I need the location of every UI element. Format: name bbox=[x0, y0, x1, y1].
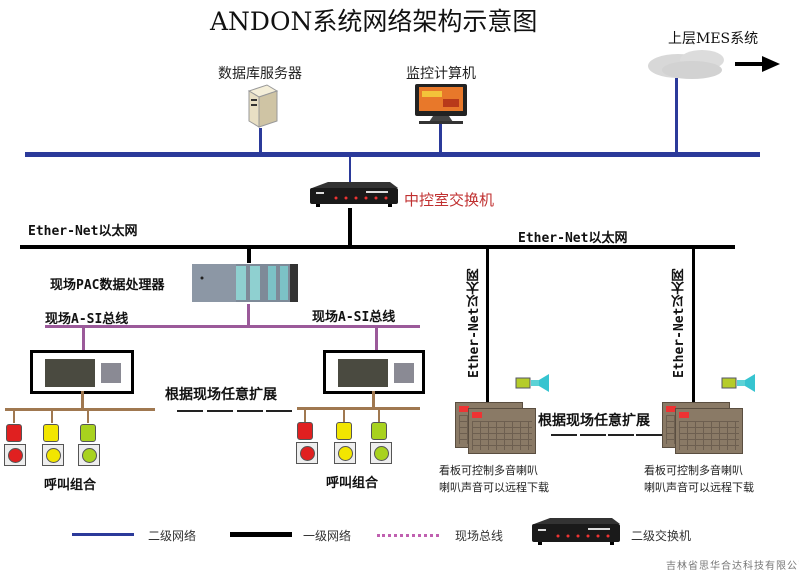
pac-controller-icon bbox=[192, 264, 298, 302]
board-desc-right-2: 喇叭声音可以远程下载 bbox=[644, 481, 754, 494]
core-switch-label: 中控室交换机 bbox=[404, 191, 495, 209]
board-desc-left-2: 喇叭声音可以远程下载 bbox=[439, 481, 549, 494]
speaker-icon bbox=[721, 374, 755, 392]
db-server-label: 数据库服务器 bbox=[218, 66, 302, 82]
call-combo-right-label: 呼叫组合 bbox=[326, 476, 379, 491]
andon-board-front-right bbox=[675, 408, 743, 454]
mes-link-line bbox=[675, 78, 678, 154]
legend-level1-label: 一级网络 bbox=[303, 529, 352, 543]
monitor-pc-label: 监控计算机 bbox=[406, 66, 476, 82]
andon-lamp-yellow bbox=[336, 422, 352, 440]
power-supply-icon bbox=[101, 363, 121, 383]
call-button-red[interactable] bbox=[4, 444, 26, 466]
andon-lamp-yellow bbox=[43, 424, 59, 442]
field-bus-line bbox=[45, 325, 420, 328]
legend-switch-label: 二级交换机 bbox=[631, 529, 692, 543]
legend-fieldbus-label: 现场总线 bbox=[455, 529, 504, 543]
legend-fieldbus-swatch bbox=[377, 534, 439, 537]
mes-label: 上层MES系统 bbox=[668, 31, 759, 47]
io-module-icon bbox=[45, 359, 95, 387]
expand-right-label: 根据现场任意扩展 bbox=[538, 413, 650, 429]
call-button-green[interactable] bbox=[370, 442, 392, 464]
company-name: 吉林省思华合达科技有限公司 bbox=[666, 561, 799, 572]
io-module-icon bbox=[338, 359, 388, 387]
speaker-icon bbox=[515, 374, 549, 392]
asi-bus-left-label: 现场A-SI总线 bbox=[45, 312, 129, 327]
arrow-icon bbox=[735, 62, 765, 66]
andon-lamp-red bbox=[6, 424, 22, 442]
call-button-yellow[interactable] bbox=[42, 444, 64, 466]
cloud-icon bbox=[648, 50, 780, 79]
call-button-green[interactable] bbox=[78, 444, 100, 466]
vertical-ethernet-left-label: Ether-Net以太网 bbox=[467, 268, 482, 378]
diagram-title: ANDON系统网络架构示意图 bbox=[210, 7, 538, 36]
andon-lamp-green bbox=[80, 424, 96, 442]
call-button-yellow[interactable] bbox=[334, 442, 356, 464]
andon-lamp-red bbox=[297, 422, 313, 440]
legend-switch-icon bbox=[532, 518, 620, 545]
ethernet-left-label: Ether-Net以太网 bbox=[28, 224, 138, 239]
asi-bus-right-label: 现场A-SI总线 bbox=[312, 310, 396, 325]
pac-label: 现场PAC数据处理器 bbox=[50, 278, 165, 293]
board-desc-right-1: 看板可控制多音喇叭 bbox=[644, 464, 743, 477]
server-icon bbox=[247, 84, 279, 128]
board-desc-left-1: 看板可控制多音喇叭 bbox=[439, 464, 538, 477]
field-io-module-right bbox=[323, 350, 425, 394]
legend-level1-swatch bbox=[230, 532, 292, 537]
power-supply-icon bbox=[394, 363, 414, 383]
andon-board-front-left bbox=[468, 408, 536, 454]
vertical-ethernet-right-label: Ether-Net以太网 bbox=[672, 268, 687, 378]
ethernet-right-label: Ether-Net以太网 bbox=[518, 231, 628, 246]
call-combo-left-label: 呼叫组合 bbox=[44, 478, 97, 493]
call-button-red[interactable] bbox=[296, 442, 318, 464]
andon-lamp-green bbox=[371, 422, 387, 440]
monitor-icon bbox=[415, 84, 467, 124]
field-io-module-left bbox=[30, 350, 134, 394]
legend-level2-label: 二级网络 bbox=[148, 529, 197, 543]
level1-network-backbone bbox=[20, 245, 735, 249]
legend-level2-swatch bbox=[72, 533, 134, 536]
level2-network-backbone bbox=[25, 152, 760, 157]
expand-left-label: 根据现场任意扩展 bbox=[165, 387, 277, 403]
core-switch-icon bbox=[310, 182, 398, 207]
